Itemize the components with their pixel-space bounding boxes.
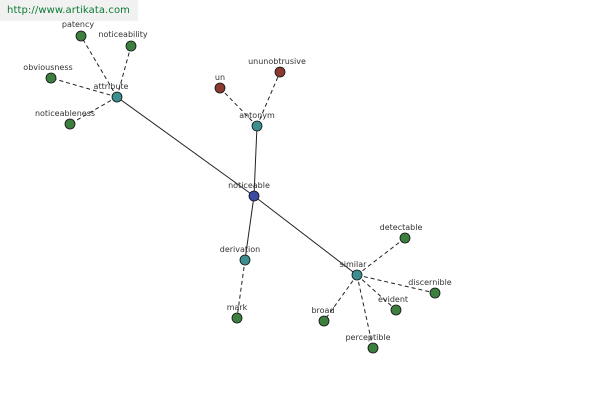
label-derivation: derivation: [220, 245, 260, 254]
label-perceptible: perceptible: [345, 333, 390, 342]
edge-attribute-patency: [80, 35, 118, 98]
label-evident: evident: [378, 295, 408, 304]
edge-similar-discernible: [356, 274, 436, 294]
node-noticeability[interactable]: [125, 40, 137, 52]
watermark-box: http://www.artikata.com: [0, 0, 138, 21]
node-attribute[interactable]: [111, 91, 123, 103]
node-noticeable[interactable]: [248, 190, 260, 202]
label-obviousness: obviousness: [23, 63, 72, 72]
node-obviousness[interactable]: [45, 72, 57, 84]
label-un: un: [215, 73, 225, 82]
node-perceptible[interactable]: [367, 342, 379, 354]
label-mark: mark: [227, 303, 248, 312]
label-noticeable: noticeable: [228, 181, 270, 190]
watermark-text: http://www.artikata.com: [7, 5, 130, 16]
label-attribute: attribute: [94, 82, 129, 91]
label-antonym: antonym: [239, 111, 275, 120]
edge-noticeable-attribute: [116, 96, 255, 197]
edge-similar-perceptible: [356, 274, 374, 349]
node-detectable[interactable]: [399, 232, 411, 244]
node-antonym[interactable]: [251, 120, 263, 132]
node-similar[interactable]: [351, 269, 363, 281]
labels-layer: noticeable attribute antonym derivation simi…: [23, 20, 452, 342]
edge-noticeable-similar: [253, 195, 358, 276]
edge-attribute-noticeableness: [69, 96, 118, 125]
edge-noticeable-derivation: [244, 195, 255, 261]
label-patency: patency: [62, 20, 95, 29]
node-ununobtrusive[interactable]: [274, 66, 286, 78]
label-discernible: discernible: [408, 278, 452, 287]
edges-layer: [50, 35, 436, 349]
node-broad[interactable]: [318, 315, 330, 327]
node-derivation[interactable]: [239, 254, 251, 266]
node-discernible[interactable]: [429, 287, 441, 299]
node-mark[interactable]: [231, 312, 243, 324]
edge-noticeable-antonym: [253, 125, 258, 197]
edge-attribute-obviousness: [50, 77, 118, 98]
label-detectable: detectable: [380, 223, 423, 232]
edge-antonym-ununobtrusive: [256, 71, 281, 127]
edge-antonym-un: [219, 87, 258, 127]
label-similar: similar: [340, 260, 368, 269]
nodes-layer: [45, 30, 441, 354]
edge-similar-broad: [323, 274, 358, 322]
label-broad: broad: [311, 306, 334, 315]
edge-similar-detectable: [356, 237, 406, 276]
label-noticeability: noticeability: [98, 30, 147, 39]
node-un[interactable]: [214, 82, 226, 94]
node-patency[interactable]: [75, 30, 87, 42]
label-noticeableness: noticeableness: [35, 109, 95, 118]
label-ununobtrusive: ununobtrusive: [248, 57, 306, 66]
edge-attribute-noticeability: [116, 45, 132, 98]
edge-similar-evident: [356, 274, 397, 311]
node-noticeableness[interactable]: [64, 118, 76, 130]
edge-derivation-mark: [236, 259, 246, 319]
node-evident[interactable]: [390, 304, 402, 316]
